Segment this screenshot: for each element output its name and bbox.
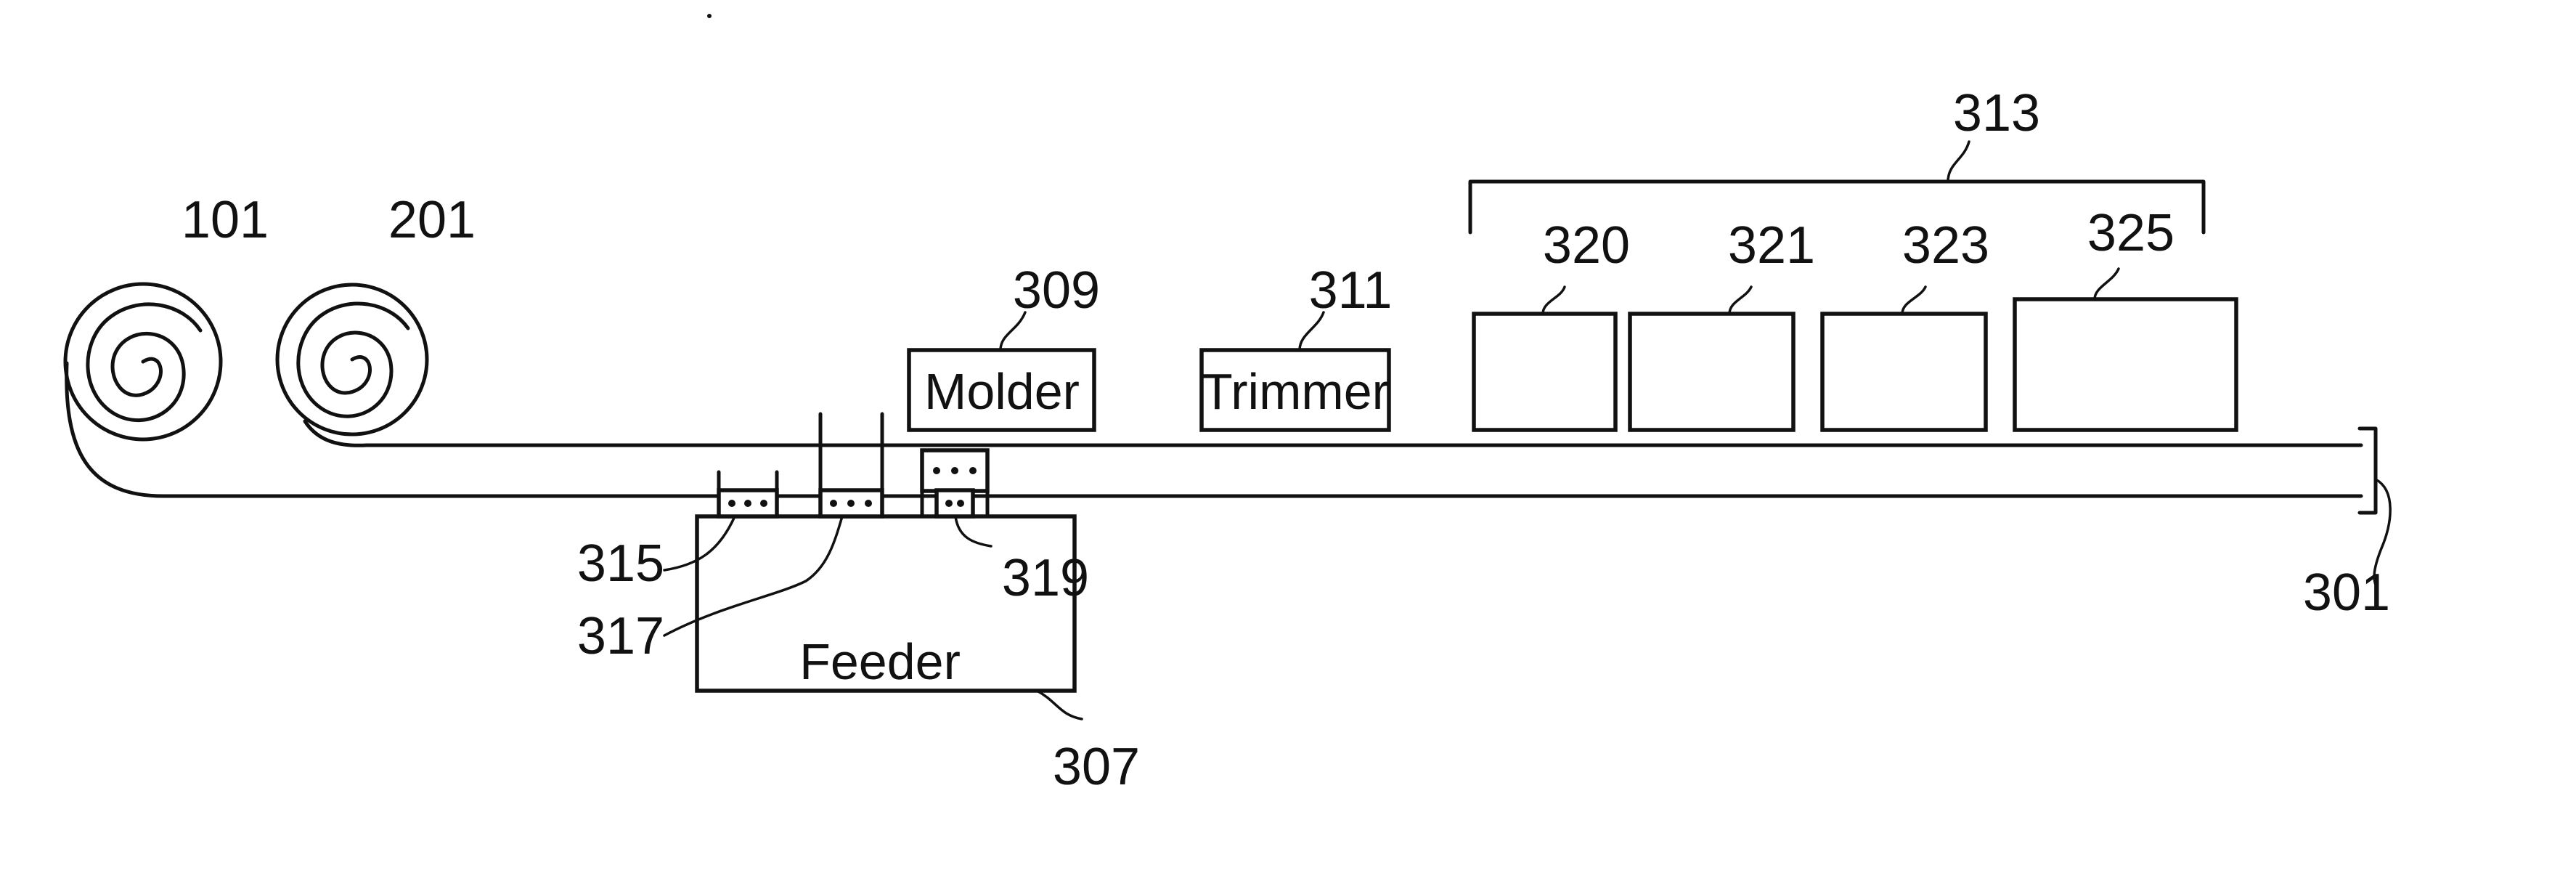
bead-dispenser-315 <box>719 490 777 516</box>
ref-319: 319 <box>1002 549 1089 607</box>
station-box-325 <box>2015 299 2236 430</box>
ref-321: 321 <box>1728 216 1815 275</box>
ref-323: 323 <box>1902 216 1989 275</box>
bead-dispenser-319 <box>937 490 973 516</box>
ref-309: 309 <box>1013 261 1100 320</box>
ref-301: 301 <box>2303 564 2390 622</box>
station-box-320 <box>1474 314 1615 430</box>
ref-307: 307 <box>1053 738 1140 796</box>
station-group-leader <box>1948 142 1969 182</box>
ref-311: 311 <box>1309 261 1393 320</box>
ref-317: 317 <box>577 607 664 665</box>
web-end-bracket <box>2360 429 2376 513</box>
molder-label: Molder <box>924 363 1080 420</box>
ref-325: 325 <box>2087 204 2174 262</box>
station-box-321 <box>1630 314 1793 430</box>
ref-101: 101 <box>182 191 269 249</box>
roll-101 <box>65 284 221 439</box>
stray-mark <box>707 14 712 18</box>
bead-dispenser-upper <box>922 450 987 491</box>
station-320-leader <box>1543 287 1565 314</box>
roll-201 <box>277 285 427 434</box>
ref-201: 201 <box>388 191 476 249</box>
station-323-leader <box>1902 287 1925 314</box>
station-box-323 <box>1822 314 1986 430</box>
ref-313: 313 <box>1953 84 2040 142</box>
trimmer-label: Trimmer <box>1202 363 1389 420</box>
ref-320: 320 <box>1543 216 1630 275</box>
bead-dispenser-317 <box>820 490 882 516</box>
feeder-leader <box>1037 691 1082 719</box>
feeder-label: Feeder <box>799 633 961 690</box>
ref-315: 315 <box>577 535 664 593</box>
station-325-leader <box>2095 269 2119 299</box>
station-321-leader <box>1729 287 1751 314</box>
